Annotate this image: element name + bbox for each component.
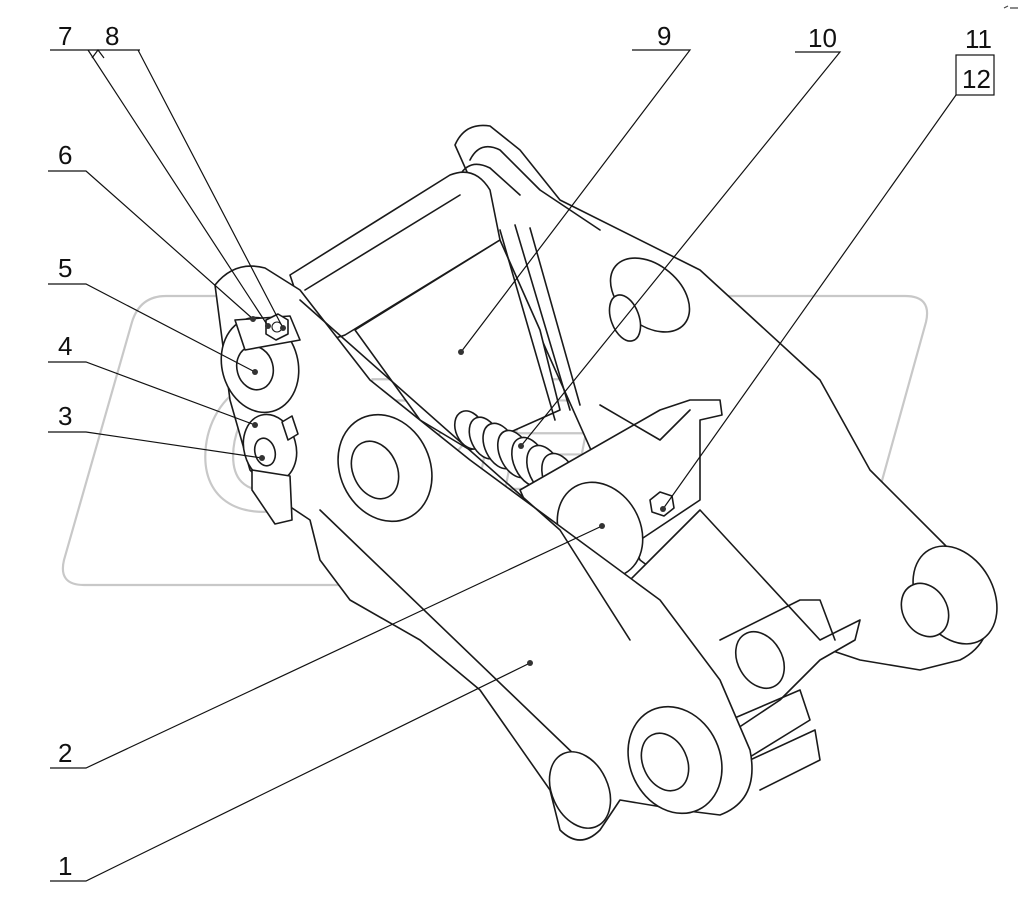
lock-tab — [251, 469, 293, 525]
leader-3 — [48, 431, 263, 459]
callout-6: 6 — [58, 140, 72, 170]
callout-1: 1 — [58, 851, 72, 881]
lower-bushing-bore — [640, 732, 690, 792]
callout-3: 3 — [58, 401, 72, 431]
callout-labels: 7 8 6 5 4 3 9 10 11 12 2 1 — [58, 21, 992, 881]
leader-10 — [520, 51, 842, 447]
callout-8: 8 — [105, 21, 119, 51]
leader-2 — [50, 525, 603, 769]
callout-12-box — [955, 54, 995, 96]
callout-12: 12 — [962, 64, 991, 94]
callout-9: 9 — [657, 21, 671, 51]
callout-11: 11 — [965, 24, 992, 54]
assembly-body — [214, 124, 998, 841]
lower-right-lug-hole — [900, 582, 950, 638]
callout-4: 4 — [58, 331, 72, 361]
callout-2: 2 — [58, 738, 72, 768]
latch-nut — [649, 491, 675, 517]
leader-dots — [250, 316, 666, 666]
corner-mark — [1003, 5, 1018, 9]
leader-9 — [460, 49, 692, 353]
left-bushing-bore — [350, 440, 400, 500]
lock-stud — [281, 415, 299, 441]
leader-4 — [48, 361, 256, 426]
main-side-plate — [214, 265, 753, 841]
callout-5: 5 — [58, 253, 72, 283]
callout-7: 7 — [58, 21, 72, 51]
leader-1 — [50, 662, 531, 882]
leader-7-8-tick — [91, 49, 105, 59]
callout-10: 10 — [808, 23, 837, 53]
leader-7 — [87, 49, 269, 327]
leader-11-12 — [662, 94, 957, 510]
leader-6 — [48, 170, 254, 320]
leader-5 — [48, 283, 256, 373]
lower-left-lug — [548, 751, 612, 829]
hex-bolt — [265, 313, 289, 341]
leader-8 — [137, 49, 284, 329]
leader-lines — [48, 49, 995, 882]
